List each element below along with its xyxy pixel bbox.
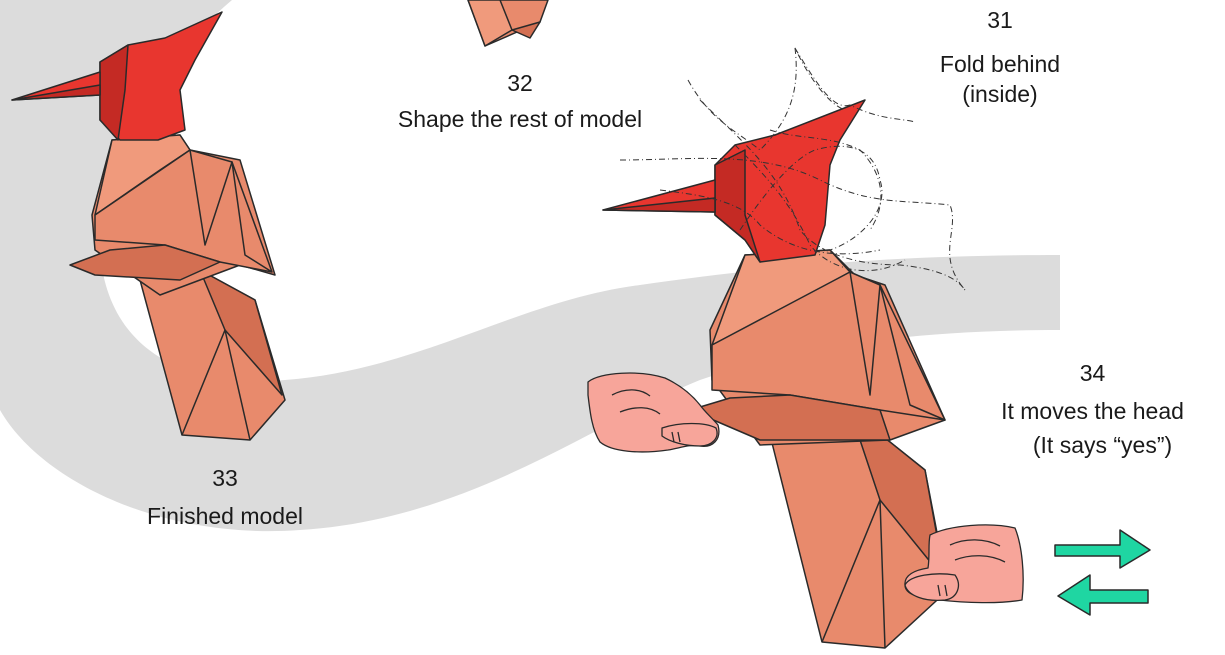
step31-caption-line1: Fold behind bbox=[900, 49, 1100, 79]
step31-label: 31 Fold behind (inside) bbox=[900, 5, 1100, 109]
step32-caption: Shape the rest of model bbox=[360, 104, 680, 134]
step34-caption-line1: It moves the head bbox=[965, 396, 1220, 426]
move-arrows-icon bbox=[1055, 530, 1150, 615]
arrow-left bbox=[1058, 575, 1148, 615]
step32-number: 32 bbox=[360, 68, 680, 98]
step32-partial-model bbox=[468, 0, 548, 46]
step34-number: 34 bbox=[965, 358, 1220, 388]
step31-caption-line2: (inside) bbox=[900, 79, 1100, 109]
hand-holding-icon bbox=[588, 373, 719, 452]
step32-label: 32 Shape the rest of model bbox=[360, 68, 680, 134]
arrow-right bbox=[1055, 530, 1150, 568]
step33-label: 33 Finished model bbox=[125, 463, 325, 531]
step33-caption: Finished model bbox=[125, 501, 325, 531]
step33-number: 33 bbox=[125, 463, 325, 493]
step31-number: 31 bbox=[900, 5, 1100, 35]
step34-label: 34 It moves the head (It says “yes”) bbox=[965, 358, 1220, 460]
step34-caption-line2: (It says “yes”) bbox=[965, 430, 1220, 460]
